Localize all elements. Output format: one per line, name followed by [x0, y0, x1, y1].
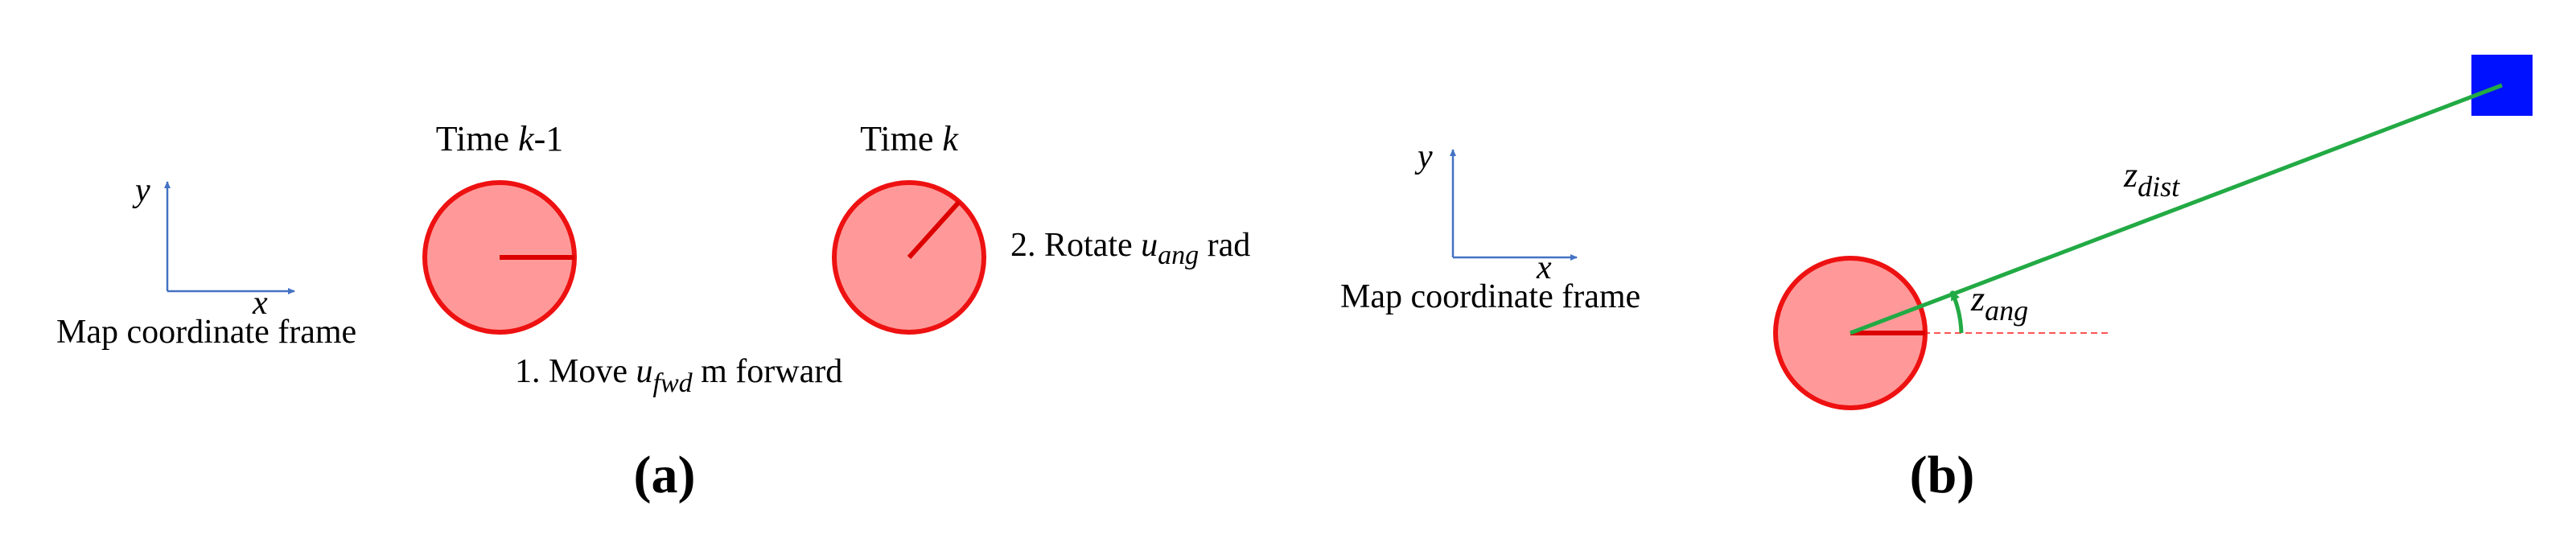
heading-indicator-curr — [907, 199, 961, 260]
x-axis-label-b: x — [1536, 249, 1552, 286]
move-step-label: 1. Move ufwd m forward — [515, 353, 842, 398]
angle-arc — [1949, 290, 1964, 334]
robot-prev: Time k-1 — [422, 119, 577, 335]
distance-label: zdist — [2123, 155, 2180, 203]
angle-label: zang — [1970, 279, 2028, 327]
panel-label-b: (b) — [1910, 446, 1975, 504]
y-axis-label-a: y — [132, 172, 150, 209]
time-label-prev: Time k-1 — [436, 119, 564, 158]
distance-beam — [1850, 83, 2503, 335]
panel-b: y x Map coordinate frame zdist zang (b) — [1340, 55, 2533, 504]
panel-label-a: (a) — [634, 446, 696, 504]
robot-curr: Time k — [832, 119, 986, 335]
frame-caption-a: Map coordinate frame — [56, 314, 356, 351]
frame-caption-b: Map coordinate frame — [1340, 278, 1640, 315]
y-axis-label-b: y — [1414, 138, 1433, 175]
coordinate-frame-b: y x Map coordinate frame — [1340, 138, 1640, 315]
time-label-curr: Time k — [860, 119, 959, 158]
panel-a: y x Map coordinate frame Time k-1 Time k… — [56, 119, 1250, 504]
rotate-step-label: 2. Rotate uang rad — [1010, 227, 1250, 270]
x-axis-label-a: x — [252, 285, 268, 322]
coordinate-frame-a: y x Map coordinate frame — [56, 172, 356, 351]
